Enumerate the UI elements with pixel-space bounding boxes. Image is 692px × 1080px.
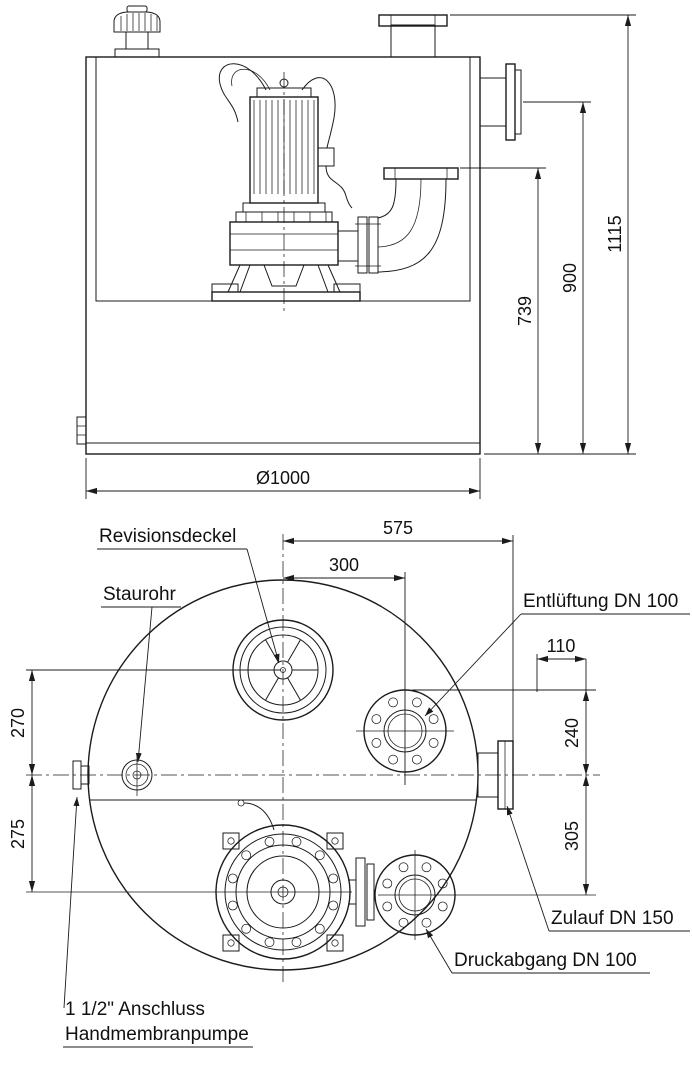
discharge-elbow — [337, 167, 459, 274]
dimension-300: 300 — [283, 555, 406, 785]
label-handmembranpumpe: 1 1/2" Anschluss Handmembranpumpe — [63, 796, 253, 1048]
dim-1115-text: 1115 — [605, 215, 625, 252]
inlet-flange-side — [479, 63, 522, 141]
dimension-110: 110 — [536, 636, 586, 692]
vent-standpipe-flange — [378, 14, 448, 58]
dimension-739: 739 — [460, 167, 546, 454]
label-revisionsdeckel: Revisionsdeckel — [97, 526, 280, 664]
label-staurohr: Staurohr — [101, 584, 181, 763]
label-entlueftung: Entlüftung DN 100 — [424, 591, 690, 717]
dimension-1115: 1115 — [450, 14, 636, 455]
elevation-view: 739 900 1115 Ø1000 — [76, 5, 636, 499]
suction-inlet — [263, 264, 305, 287]
dim-275-text: 275 — [8, 819, 28, 849]
vent-cap — [113, 5, 161, 58]
dim-575-text: 575 — [383, 518, 413, 538]
tank-outline — [76, 56, 481, 455]
plan-view: 575 300 110 240 305 270 275 — [8, 518, 690, 1048]
dim-300-text: 300 — [329, 555, 359, 575]
dimension-270: 270 — [8, 669, 281, 775]
cable-junction-box — [317, 147, 335, 167]
dimension-305: 305 — [562, 775, 590, 895]
label-zulauf: Zulauf DN 150 — [506, 805, 690, 932]
dimension-diameter-1000: Ø1000 — [85, 458, 481, 499]
discharge-flange-plan — [374, 850, 596, 940]
submersible-pump-elevation — [211, 63, 361, 312]
anschluss-label-line2: Handmembranpumpe — [65, 1024, 249, 1045]
dimension-900: 900 — [523, 101, 591, 454]
dimension-240: 240 — [412, 659, 596, 775]
label-druckabgang: Druckabgang DN 100 — [425, 928, 650, 974]
dim-900-text: 900 — [560, 263, 580, 293]
dim-305-text: 305 — [562, 821, 582, 851]
dim-739-text: 739 — [515, 296, 535, 326]
dim-110-text: 110 — [547, 636, 576, 656]
druckabgang-label-text: Druckabgang DN 100 — [454, 950, 637, 971]
anschluss-label-line1: 1 1/2" Anschluss — [65, 999, 205, 1020]
dimension-275: 275 — [8, 775, 36, 892]
pump-plan — [26, 799, 375, 960]
staurohr-label-text: Staurohr — [103, 584, 177, 605]
revisionsdeckel-label-text: Revisionsdeckel — [99, 526, 236, 547]
dimension-575: 575 — [283, 518, 514, 743]
entlueftung-label-text: Entlüftung DN 100 — [523, 591, 678, 612]
dim-240-text: 240 — [562, 718, 582, 748]
dim-diameter-text: Ø1000 — [256, 468, 310, 488]
hand-pump-connection — [72, 760, 90, 790]
pump-cable-plan — [243, 802, 275, 831]
zulauf-label-text: Zulauf DN 150 — [551, 908, 674, 929]
inlet-flange-plan — [477, 740, 514, 810]
dim-270-text: 270 — [8, 708, 28, 738]
pump-base-plate — [211, 291, 361, 302]
power-cable — [218, 63, 267, 123]
